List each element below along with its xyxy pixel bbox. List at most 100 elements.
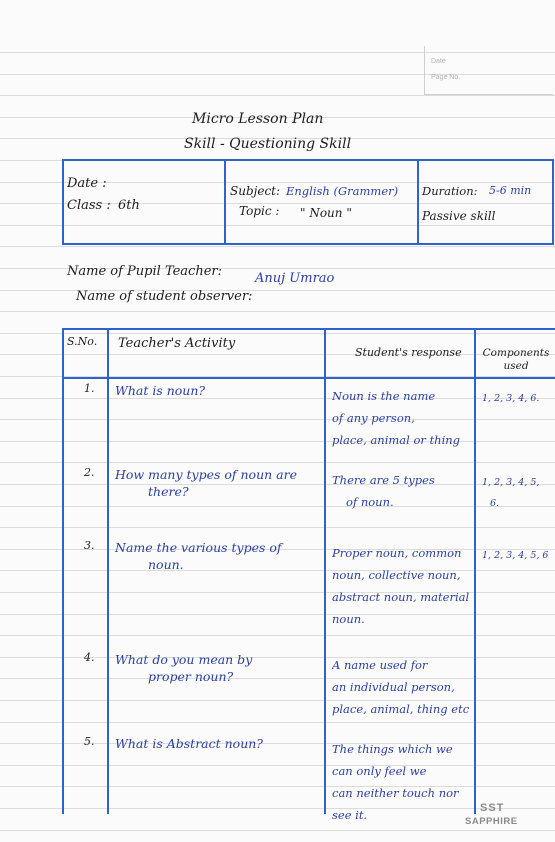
row-response-line: can only feel we: [332, 764, 427, 778]
date-page-stamp: Date Page No.: [424, 46, 553, 95]
ruled-line: [0, 311, 555, 312]
observer-label: Name of student observer:: [76, 289, 253, 304]
info-box-left: [62, 159, 64, 245]
ruled-line: [0, 743, 555, 744]
header-activity: Teacher's Activity: [118, 336, 236, 351]
ruled-line: [0, 246, 555, 247]
row-components-line: 1, 2, 3, 4, 5, 6: [482, 550, 549, 561]
ruled-line: [0, 398, 555, 399]
ruled-line: [0, 138, 555, 139]
ruled-line: [0, 765, 555, 766]
stamp-date-label: Date: [431, 58, 446, 65]
subject-label: Subject:: [230, 184, 281, 198]
ruled-line: [0, 376, 555, 377]
info-box-div1: [224, 159, 226, 245]
row-activity-line: What do you mean by: [115, 652, 253, 667]
ruled-line: [0, 506, 555, 507]
row-response-line: The things which we: [332, 742, 453, 756]
ruled-line: [0, 635, 555, 636]
row-sno: 2.: [84, 466, 95, 479]
topic-label: Topic :: [239, 204, 280, 218]
row-response-line: noun.: [332, 612, 365, 626]
row-response-line: see it.: [332, 808, 368, 822]
ruled-line: [0, 722, 555, 723]
ruled-line: [0, 678, 555, 679]
row-sno: 3.: [84, 539, 95, 552]
subject-value: English (Grammer): [286, 184, 399, 198]
header-components: Components used: [482, 347, 550, 372]
ruled-line: [0, 203, 555, 204]
row-activity-line: How many types of noun are: [115, 467, 297, 482]
table-top: [62, 328, 555, 330]
ruled-line: [0, 527, 555, 528]
ruled-line: [0, 549, 555, 550]
ruled-line: [0, 52, 555, 53]
skill-value: Passive skill: [422, 209, 496, 223]
row-response-line: of any person,: [332, 411, 415, 425]
row-response-line: noun, collective noun,: [332, 568, 461, 582]
ruled-line: [0, 484, 555, 485]
row-activity-line: there?: [148, 484, 189, 499]
row-activity-line: Name the various types of: [115, 540, 282, 555]
ruled-line: [0, 268, 555, 269]
ruled-line: [0, 117, 555, 118]
row-response-line: abstract noun, material: [332, 590, 470, 604]
ruled-line: [0, 354, 555, 355]
ruled-line: [0, 419, 555, 420]
date-label: Date :: [67, 176, 107, 191]
ruled-line: [0, 786, 555, 787]
ruled-line: [0, 808, 555, 809]
row-components-line: 1, 2, 3, 4, 6.: [482, 393, 540, 404]
ruled-line: [0, 441, 555, 442]
ruled-line: [0, 592, 555, 593]
ruled-line: [0, 74, 555, 75]
duration-label: Duration:: [422, 184, 478, 198]
ruled-line: [0, 182, 555, 183]
ruled-line: [0, 570, 555, 571]
row-response-line: place, animal, thing etc: [332, 702, 470, 716]
duration-value: 5-6 min: [489, 184, 532, 197]
ruled-line: [0, 225, 555, 226]
row-components-line: 1, 2, 3, 4, 5,: [482, 477, 540, 488]
ruled-line: [0, 95, 555, 96]
table-header-bottom: [62, 377, 555, 379]
brand-logo-top: SST: [480, 802, 505, 814]
row-response-line: an individual person,: [332, 680, 455, 694]
header-response: Student's response: [355, 346, 462, 359]
ruled-line: [0, 700, 555, 701]
table-col3: [474, 328, 476, 814]
pupil-teacher-value: Anuj Umrao: [255, 271, 335, 286]
table-left: [62, 328, 64, 814]
page-subtitle: Skill - Questioning Skill: [184, 136, 352, 152]
ruled-line: [0, 462, 555, 463]
row-response-line: of noun.: [346, 495, 394, 509]
row-activity-line: proper noun?: [148, 669, 234, 684]
table-col1: [107, 328, 109, 814]
ruled-line: [0, 290, 555, 291]
stamp-page-label: Page No.: [431, 74, 461, 81]
ruled-line: [0, 657, 555, 658]
class-value: 6th: [118, 198, 140, 213]
class-label: Class :: [67, 198, 111, 213]
info-box-top: [62, 159, 554, 161]
row-response-line: A name used for: [332, 658, 428, 672]
info-box-bottom: [62, 243, 554, 245]
topic-value: " Noun ": [300, 206, 352, 220]
info-box-right: [552, 159, 554, 245]
pupil-teacher-label: Name of Pupil Teacher:: [67, 264, 222, 279]
row-response-line: Proper noun, common: [332, 546, 462, 560]
ruled-line: [0, 333, 555, 334]
page-title: Micro Lesson Plan: [192, 111, 324, 127]
row-sno: 4.: [84, 651, 95, 664]
row-activity-line: noun.: [148, 557, 184, 572]
row-response-line: Noun is the name: [332, 389, 436, 403]
ruled-line: [0, 614, 555, 615]
brand-logo-bottom: SAPPHIRE: [465, 816, 518, 827]
row-activity-line: What is noun?: [115, 383, 206, 398]
row-response-line: can neither touch nor: [332, 786, 459, 800]
row-sno: 5.: [84, 735, 95, 748]
header-sno: S.No.: [67, 335, 98, 348]
table-col2: [324, 328, 326, 814]
row-sno: 1.: [84, 382, 95, 395]
